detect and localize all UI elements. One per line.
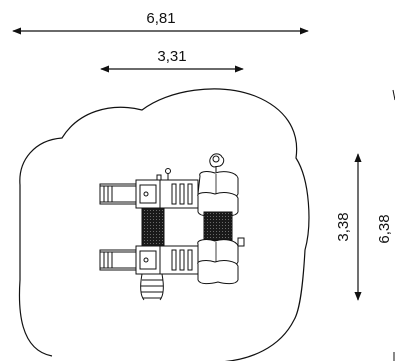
upper-tunnel (141, 207, 165, 249)
upper-cabin (197, 153, 239, 217)
lower-tower (135, 245, 199, 275)
inner-height-label: 3,38 (335, 212, 352, 241)
middle-tunnel (203, 211, 233, 241)
overall-height-label: 6,38 (376, 214, 393, 243)
safety-zone-outline (18, 88, 310, 361)
lower-slide (99, 249, 137, 271)
lower-ladder (140, 273, 164, 301)
lower-cabin (197, 237, 245, 285)
upper-slide (99, 183, 137, 205)
overall-width-label: 6,81 (146, 10, 175, 27)
upper-tower (135, 168, 199, 209)
inner-width-label: 3,31 (157, 48, 186, 65)
playground-equipment (99, 153, 245, 301)
